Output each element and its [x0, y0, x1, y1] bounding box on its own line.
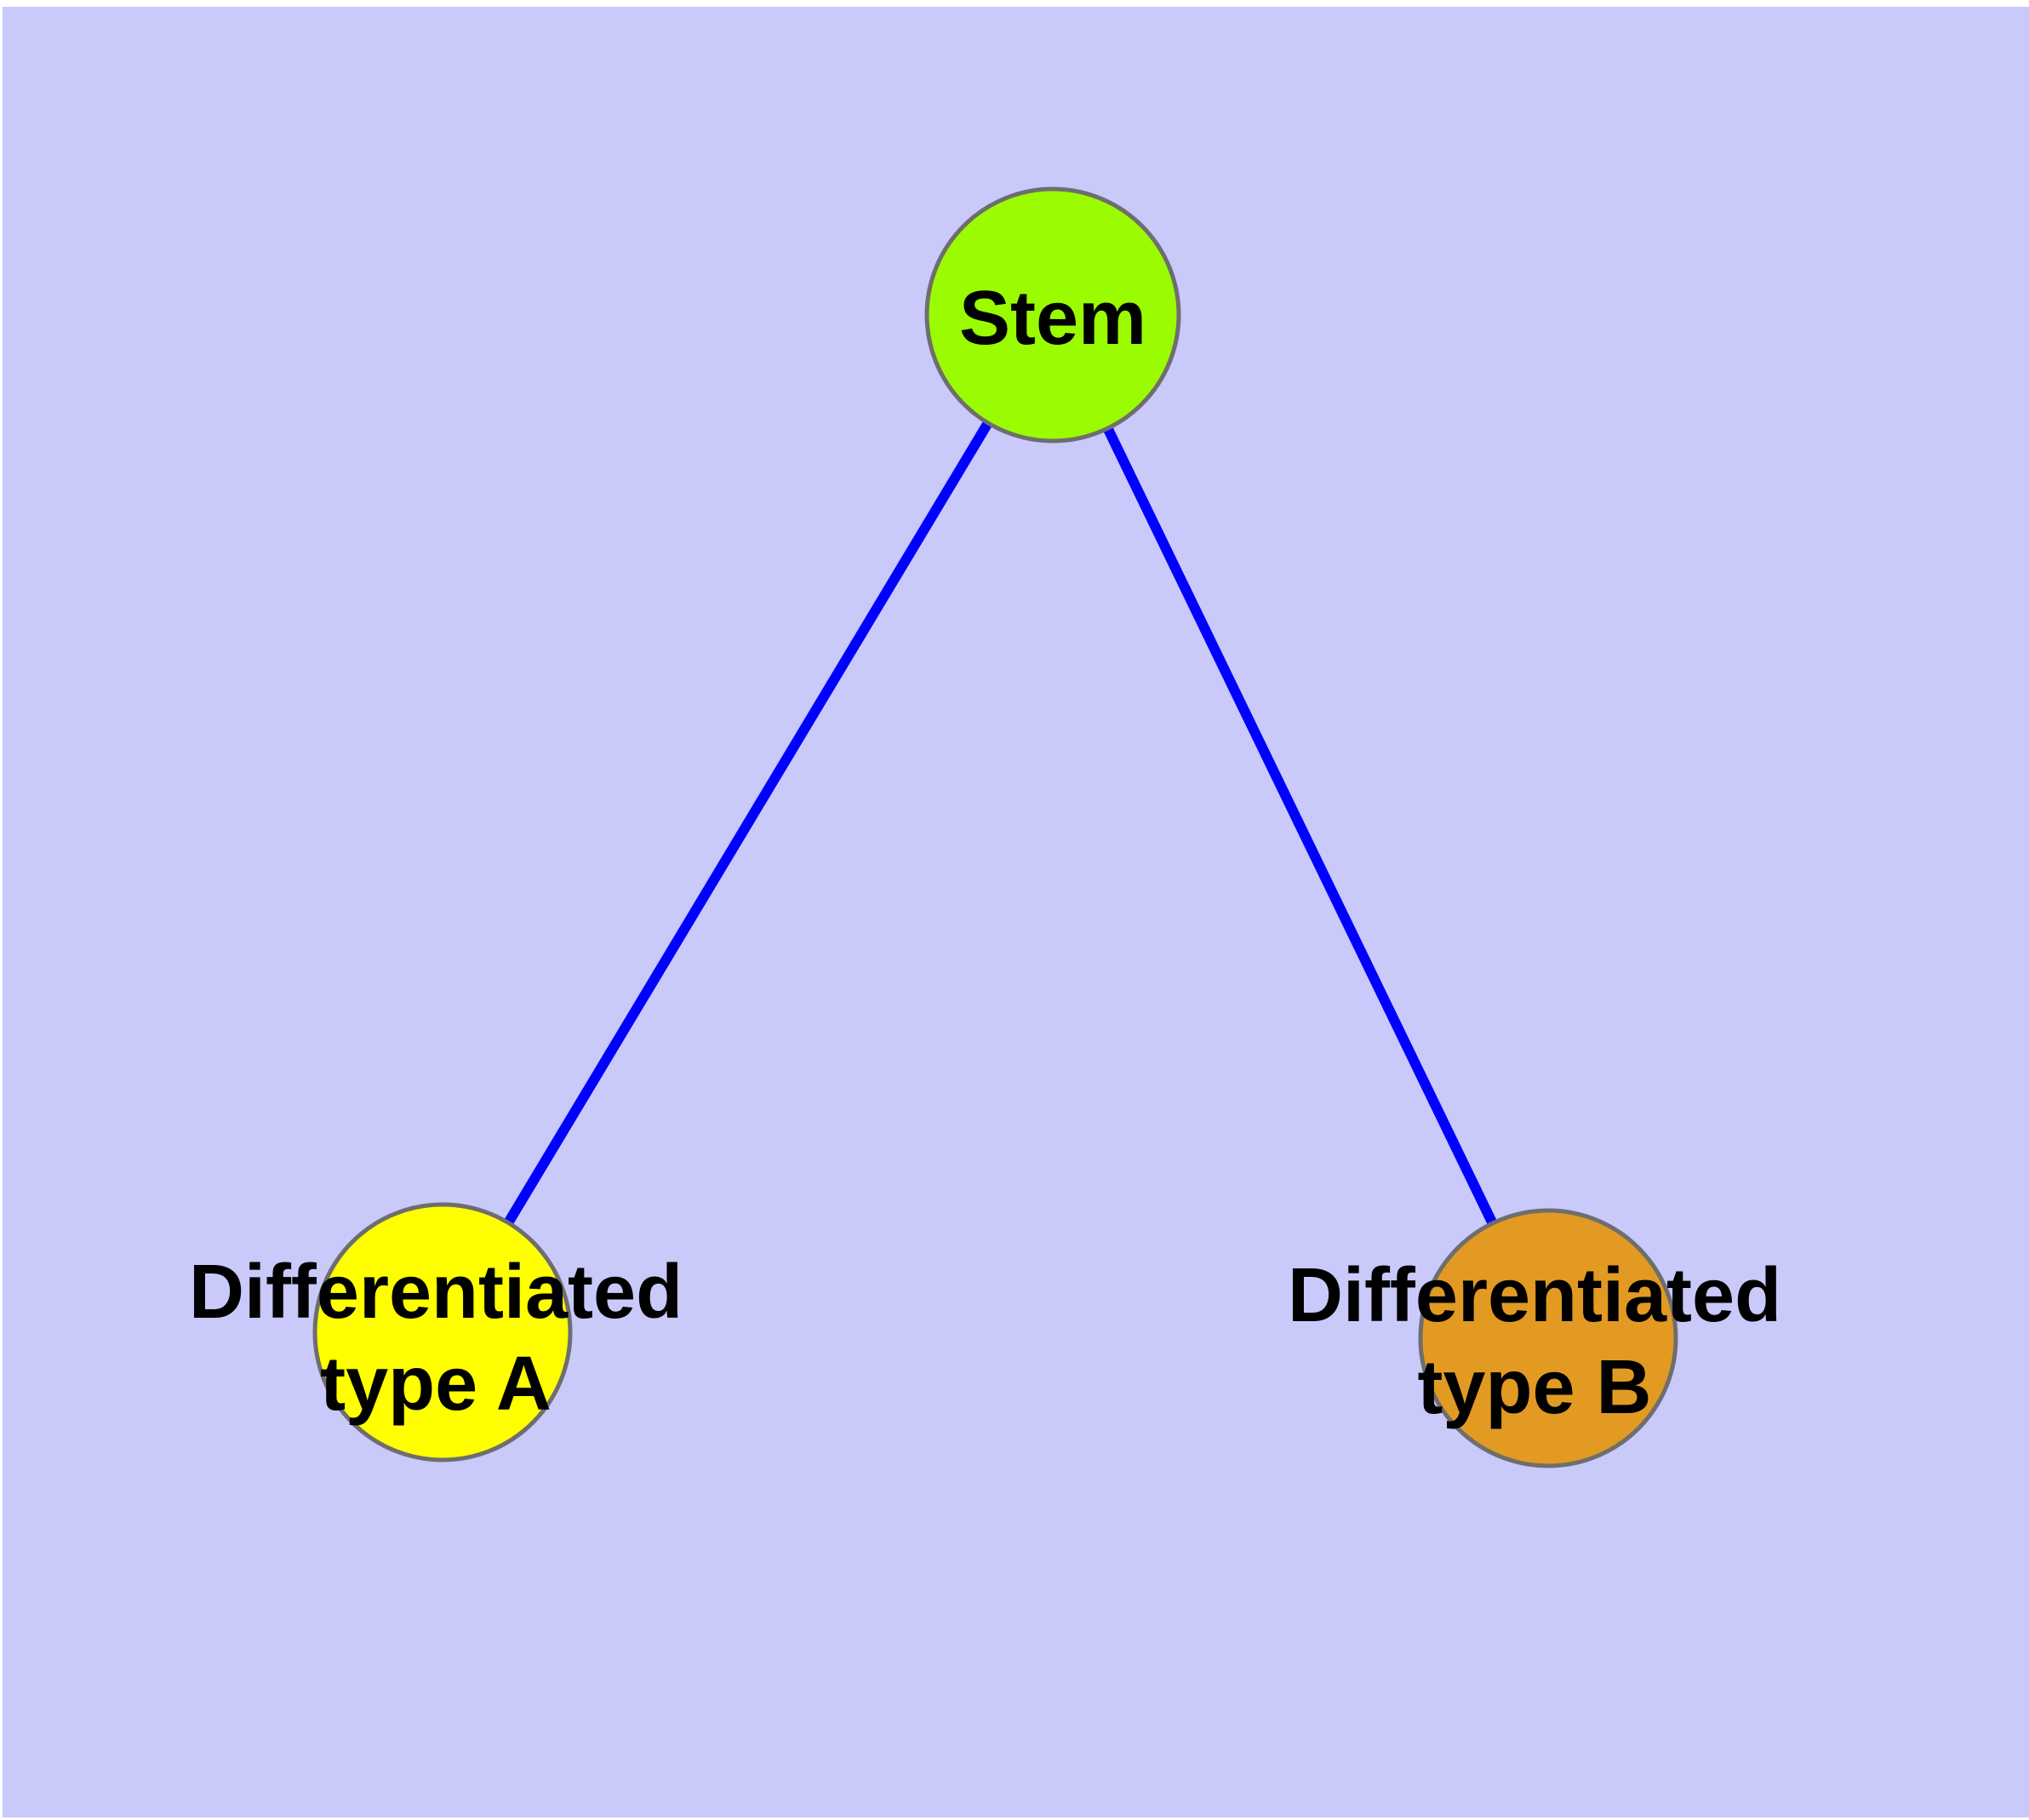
- node-stem[interactable]: [924, 186, 1181, 444]
- node-type-a[interactable]: [312, 1202, 573, 1462]
- node-type-b[interactable]: [1418, 1208, 1678, 1468]
- edge-stem-to-type-a: [437, 312, 1058, 1336]
- edge-stem-to-type-b: [1048, 312, 1553, 1341]
